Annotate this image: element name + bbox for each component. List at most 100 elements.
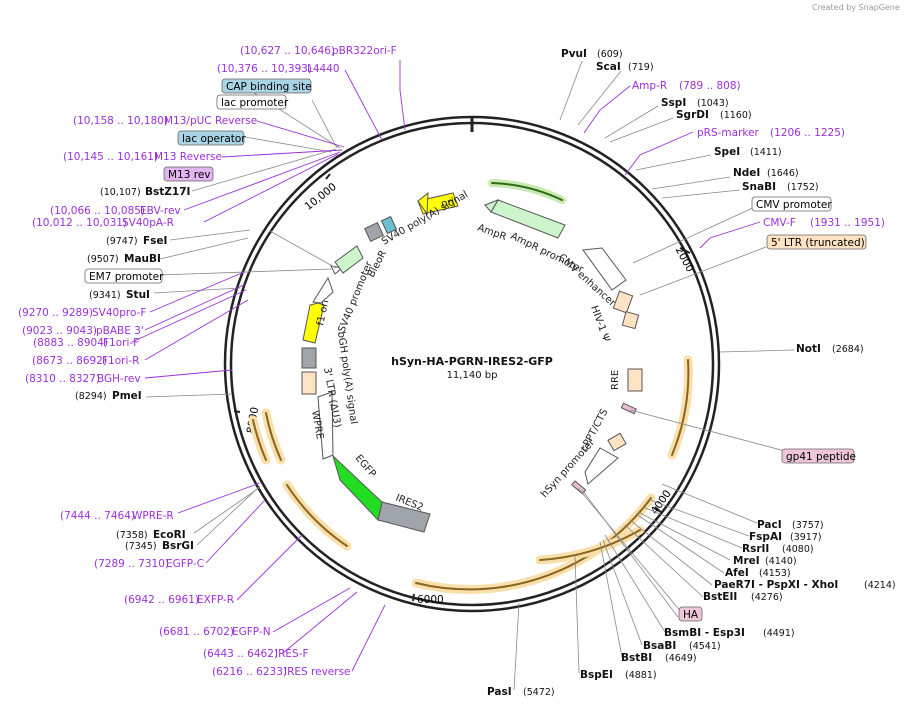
ampr-label: AmpR — [476, 222, 508, 243]
enzyme-bspei: BspEI — [580, 669, 613, 681]
enzyme-fsei: FseI — [143, 235, 167, 247]
box-ha: HA — [683, 609, 699, 621]
boxed-labels: CAP binding site lac promoter lac operat… — [84, 78, 867, 622]
enzyme-bsmbi-pos: (4491) — [763, 628, 795, 639]
enzyme-pvui: PvuI — [561, 48, 587, 60]
primer-m13rev: M13 Reverse — [154, 151, 222, 163]
primer-f1orir: F1ori-R — [102, 355, 139, 367]
primer-sv40prof-range: (9270 .. 9289) — [18, 307, 93, 319]
gp41-block — [620, 402, 637, 415]
enzyme-pmei-pos: (8294) — [75, 391, 107, 402]
cppt-block — [607, 432, 627, 452]
enzyme-labels: PvuI (609) ScaI (719) SspI (1043) SgrDI … — [75, 48, 896, 698]
primer-sv40prof: SV40pro-F — [92, 307, 146, 319]
primer-pbr322ori-range: (10,627 .. 10,646) — [240, 45, 335, 57]
enzyme-sspi: SspI — [661, 97, 686, 109]
hiv-psi-block — [621, 311, 640, 330]
enzyme-stui: StuI — [126, 289, 150, 301]
primer-egfpc-range: (7289 .. 7310) — [94, 558, 169, 570]
enzyme-sgrdi-pos: (1160) — [720, 110, 752, 121]
enzyme-bsrgi: BsrGI — [162, 540, 194, 552]
enzyme-snabi-pos: (1752) — [787, 182, 819, 193]
tick-6000: 6000 — [417, 594, 444, 606]
primer-pbr322ori: pBR322ori-F — [332, 45, 397, 57]
enzyme-ndei: NdeI — [733, 167, 760, 179]
enzyme-paci-pos: (3757) — [792, 520, 824, 531]
cds-arcs — [248, 179, 693, 594]
primer-prsmarker: pRS-marker — [697, 127, 760, 139]
enzyme-sspi-pos: (1043) — [697, 98, 729, 109]
primer-bghrev-range: (8310 .. 8327) — [25, 373, 100, 385]
enzyme-scai-pos: (719) — [628, 62, 654, 73]
ltr5-block — [612, 290, 634, 314]
primer-cmvf: CMV-F — [763, 217, 796, 229]
box-cmv-promoter: CMV promoter — [756, 199, 832, 211]
box-lac-promoter: lac promoter — [221, 97, 289, 109]
enzyme-fspai: FspAI — [749, 531, 782, 543]
primer-bghrev: BGH-rev — [97, 373, 141, 385]
primer-l4440-range: (10,376 .. 10,393) — [217, 63, 312, 75]
tick-2000: 2000 — [673, 245, 696, 274]
primer-exfpr: EXFP-R — [197, 594, 234, 606]
primer-exfpr-range: (6942 .. 6961) — [124, 594, 199, 606]
primer-iresrev: IRES reverse — [284, 666, 351, 678]
bgh-block — [301, 347, 317, 369]
enzyme-ndei-pos: (1646) — [767, 168, 799, 179]
primer-sv40par: SV40pA-R — [122, 217, 174, 229]
egfp-label: EGFP — [353, 453, 378, 480]
primer-ebvrev-range: (10,066 .. 10,085) — [50, 205, 145, 217]
primer-f1orif: F1ori-F — [103, 337, 139, 349]
enzyme-rsrii: RsrII — [742, 543, 769, 555]
enzyme-mrei-pos: (4140) — [765, 556, 797, 567]
enzyme-bsrgi-pos: (7345) — [125, 541, 157, 552]
enzyme-bsmbi: BsmBI - Esp3I — [664, 627, 745, 639]
enzyme-maubi-pos: (9507) — [87, 254, 119, 265]
enzyme-pasi-pos: (5472) — [523, 687, 555, 698]
enzyme-bsabi-pos: (4541) — [689, 641, 721, 652]
primer-f1orif-range: (8883 .. 8904) — [33, 337, 108, 349]
plasmid-length: 11,140 bp — [447, 370, 498, 381]
primer-lines — [131, 60, 761, 672]
enzyme-spei: SpeI — [714, 146, 740, 158]
enzyme-spei-pos: (1411) — [750, 147, 782, 158]
primer-cmvf-range: (1931 .. 1951) — [810, 217, 885, 229]
box-gp41-peptide: gp41 peptide — [786, 451, 856, 463]
ltr3-block — [301, 371, 317, 395]
primer-ampr: Amp-R — [632, 80, 667, 92]
enzyme-fspai-pos: (3917) — [790, 532, 822, 543]
primer-egfpn-range: (6681 .. 6702) — [159, 626, 234, 638]
enzyme-bsteii-pos: (4276) — [751, 592, 783, 603]
primer-egfpn: EGFP-N — [232, 626, 271, 638]
box-m13-rev: M13 rev — [168, 169, 211, 181]
primer-m13puc-range: (10,158 .. 10,180) — [73, 115, 168, 127]
enzyme-noti-pos: (2684) — [832, 344, 864, 355]
enzyme-pmei: PmeI — [112, 390, 142, 402]
enzyme-pasi: PasI — [487, 686, 512, 698]
wpre-label: WPRE — [309, 410, 325, 441]
enzyme-bsabi: BsaBI — [643, 640, 676, 652]
enzyme-stui-pos: (9341) — [89, 290, 121, 301]
enzyme-paer7i-pos: (4214) — [864, 580, 896, 591]
primer-iresf: IRES-F — [275, 648, 309, 660]
rre-label: RRE — [610, 370, 621, 390]
primer-ebvrev: EBV-rev — [140, 205, 181, 217]
backbone — [223, 115, 721, 613]
f1ori-arrow — [302, 302, 325, 344]
cmv-enhancer-arrow — [582, 247, 627, 291]
enzyme-snabi: SnaBI — [742, 181, 776, 193]
enzyme-bsteii: BstEII — [703, 591, 737, 603]
primer-pbabe3-range: (9023 .. 9043) — [22, 325, 97, 337]
primer-pbabe3: pBABE 3' — [96, 325, 144, 337]
primer-prsmarker-range: (1206 .. 1225) — [770, 127, 845, 139]
enzyme-scai: ScaI — [596, 61, 621, 73]
box-cap-binding-site: CAP binding site — [226, 81, 312, 93]
ori-label: ori — [440, 196, 455, 209]
enzyme-mrei: MreI — [733, 555, 760, 567]
sv40polya-block — [364, 222, 384, 242]
enzyme-bstz17i-pos: (10,107) — [100, 187, 141, 198]
primer-m13rev-range: (10,145 .. 10,161) — [63, 151, 158, 163]
enzyme-pvui-pos: (609) — [597, 49, 623, 60]
f1ori-label: f1 ori — [315, 299, 331, 327]
wpre-arrow — [317, 391, 334, 460]
